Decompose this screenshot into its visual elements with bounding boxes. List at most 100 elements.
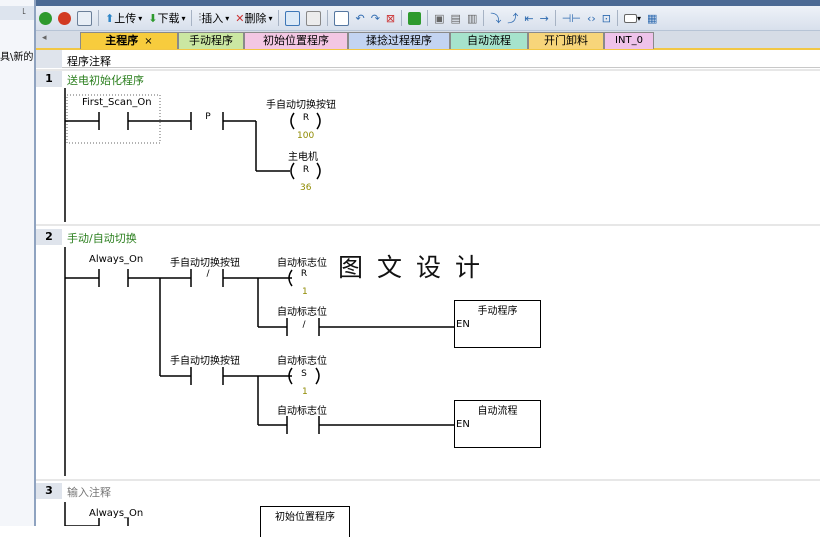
- network-number: 2: [36, 229, 62, 245]
- coil-op: R: [300, 269, 308, 279]
- symbol-table-icon[interactable]: ▤: [450, 11, 461, 25]
- call-box-manual-program[interactable]: 手动程序 EN: [454, 300, 541, 348]
- contact-icon[interactable]: ⊣⊢: [561, 11, 581, 25]
- close-icon[interactable]: ×: [144, 36, 153, 47]
- chevron-left-icon[interactable]: ◂: [42, 33, 47, 43]
- contact-label: 自动标志位: [277, 406, 327, 417]
- toolbar-separator: [327, 10, 329, 26]
- tab-kneading-program[interactable]: 揉捻过程程序: [348, 32, 450, 49]
- coil-count: 1: [302, 387, 308, 397]
- toolbar-separator: [98, 10, 99, 26]
- coil-icon[interactable]: ‹›: [586, 11, 596, 25]
- contact-label: 手自动切换按钮: [170, 356, 240, 367]
- tab-label: 开门卸料: [544, 34, 588, 47]
- printer-icon[interactable]: ▣: [434, 11, 445, 25]
- compile-icon[interactable]: [75, 8, 94, 28]
- tab-main-program[interactable]: 主程序 ×: [80, 32, 178, 49]
- view-icon[interactable]: ▾: [622, 8, 643, 28]
- network-number: 1: [36, 71, 62, 87]
- coil-op: R: [302, 113, 310, 123]
- edge-p-symbol: P: [205, 112, 211, 122]
- stop-icon[interactable]: [56, 8, 73, 28]
- project-path-text[interactable]: 具\新的: [0, 52, 34, 63]
- network-number: 3: [36, 483, 62, 499]
- goto-icon[interactable]: [406, 8, 423, 28]
- toolbar-separator: [616, 10, 618, 26]
- network-icon[interactable]: [283, 8, 302, 28]
- chevron-down-icon: ▾: [181, 13, 186, 23]
- insert-button[interactable]: ⫶插入▾: [196, 8, 231, 28]
- ladder-wiring: [36, 69, 820, 526]
- box-en-pin: EN: [456, 419, 470, 430]
- toolbar-separator: [401, 10, 403, 26]
- tab-label: 自动流程: [467, 34, 511, 47]
- tab-manual-program[interactable]: 手动程序: [178, 32, 244, 49]
- box-title: 自动流程: [477, 406, 518, 417]
- tab-int-0[interactable]: INT_0: [604, 32, 654, 49]
- window-icon[interactable]: [332, 8, 351, 28]
- coil-count: 36: [300, 183, 312, 193]
- download-button[interactable]: ⬇下载▾: [146, 8, 187, 28]
- delete-label: 删除: [244, 12, 267, 25]
- tab-auto-flow[interactable]: 自动流程: [450, 32, 528, 49]
- tab-label: 主程序: [105, 34, 139, 47]
- redo-icon[interactable]: ↷: [370, 11, 380, 25]
- contact-label: First_Scan_On: [82, 97, 152, 108]
- coil-count: 100: [297, 131, 315, 141]
- box-en-pin: EN: [456, 319, 470, 330]
- chevron-down-icon: ▾: [138, 13, 143, 23]
- line-right-icon[interactable]: →: [539, 11, 549, 25]
- ladder-editor[interactable]: 程序注释 1 送电初始化程序 First_Scan_On P 手自动切换按钮 R…: [36, 50, 820, 537]
- box-title: 初始位置程序: [275, 512, 335, 523]
- program-tabs: ◂ 主程序 × 手动程序 初始位置程序 揉捻过程程序 自动流程 开门卸料 INT_…: [36, 31, 820, 50]
- pin-icon[interactable]: ꜖: [22, 7, 27, 17]
- chevron-down-icon: ▾: [225, 13, 230, 23]
- coil-label: 手自动切换按钮: [266, 100, 336, 111]
- box-title: 手动程序: [477, 306, 518, 317]
- grid-icon[interactable]: ▦: [647, 11, 658, 25]
- program-comment: 程序注释: [67, 55, 111, 68]
- call-box-auto-flow[interactable]: 自动流程 EN: [454, 400, 541, 448]
- network-title: 送电初始化程序: [67, 74, 144, 87]
- contact-op: /: [302, 320, 306, 330]
- panel-header: [0, 6, 34, 20]
- tab-label: INT_0: [615, 35, 643, 46]
- chevron-down-icon: ▾: [268, 13, 273, 23]
- contact-label: Always_On: [89, 508, 144, 519]
- contact-label: 手自动切换按钮: [170, 258, 240, 269]
- tab-label: 手动程序: [189, 34, 233, 47]
- contact-label: Always_On: [89, 254, 144, 265]
- toolbar-separator: [191, 10, 193, 26]
- coil-label: 自动标志位: [277, 258, 327, 269]
- run-icon[interactable]: [37, 8, 54, 28]
- program-comment-row[interactable]: 程序注释: [62, 50, 820, 68]
- contact-op: /: [206, 269, 210, 279]
- upload-button[interactable]: ⬆上传▾: [103, 8, 144, 28]
- tab-open-door-unload[interactable]: 开门卸料: [528, 32, 604, 49]
- toolbar-separator: [483, 10, 485, 26]
- tab-initial-position-program[interactable]: 初始位置程序: [244, 32, 348, 49]
- coil-label: 自动标志位: [277, 356, 327, 367]
- upload-label: 上传: [114, 12, 137, 25]
- line-down-icon[interactable]: ⤵: [490, 12, 502, 25]
- tab-label: 揉捻过程程序: [366, 34, 432, 47]
- coil-count: 1: [302, 287, 308, 297]
- delete-network-icon[interactable]: ⊠: [385, 11, 396, 25]
- network-title: 手动/自动切换: [67, 232, 137, 245]
- project-tree-panel: ꜖ 具\新的: [0, 0, 36, 526]
- network-grey-icon[interactable]: [304, 8, 323, 28]
- line-left-icon[interactable]: ⇤: [524, 11, 534, 25]
- undo-icon[interactable]: ↶: [355, 11, 365, 25]
- editor-toolbar: ⬆上传▾ ⬇下载▾ ⫶插入▾ ✕删除▾ ↶ ↷ ⊠ ▣ ▤ ▥ ⤵ ⤴ ⇤ → …: [36, 6, 820, 31]
- network-title: 输入注释: [67, 486, 111, 499]
- upload-icon: ⬆: [105, 11, 115, 25]
- comment-gutter: [36, 50, 62, 68]
- coil-op: R: [302, 165, 310, 175]
- toolbar-separator: [278, 10, 280, 26]
- box-icon[interactable]: ⊡: [601, 11, 611, 25]
- download-icon: ⬇: [148, 11, 158, 25]
- status-chart-icon[interactable]: ▥: [466, 11, 478, 25]
- coil-op: S: [301, 369, 307, 379]
- line-up-icon[interactable]: ⤴: [507, 12, 519, 25]
- delete-button[interactable]: ✕删除▾: [233, 8, 274, 28]
